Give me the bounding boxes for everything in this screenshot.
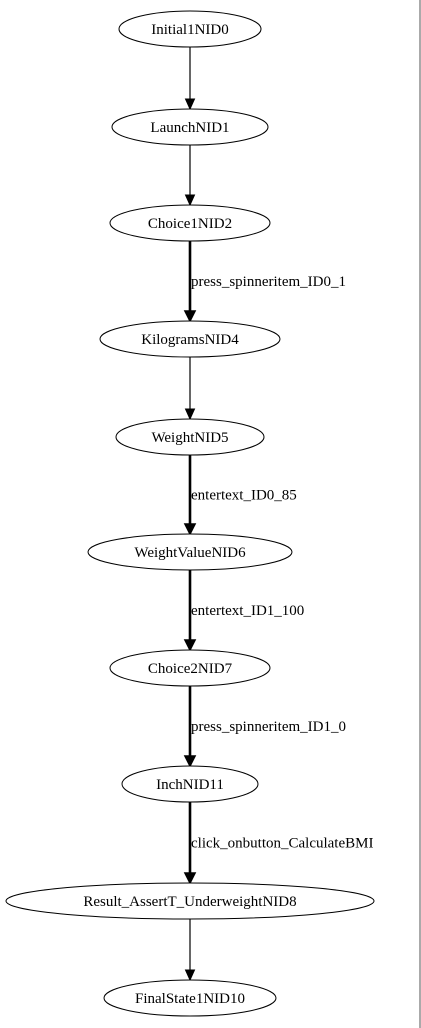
state-node: Choice2NID7 [109, 649, 271, 687]
transition-edge [184, 357, 196, 421]
transition-edge [184, 47, 196, 111]
state-node-label: Result_AssertT_UnderweightNID8 [83, 894, 296, 910]
state-node: LaunchNID1 [111, 108, 269, 146]
state-node-ellipse [99, 320, 281, 358]
state-node-label: WeightValueNID6 [134, 545, 246, 561]
state-node-label: Choice2NID7 [148, 661, 233, 677]
arrowhead-icon [184, 194, 196, 207]
state-node-label: LaunchNID1 [150, 120, 229, 136]
nodes-layer: Initial1NID0LaunchNID1Choice1NID2Kilogra… [5, 10, 375, 1017]
arrowhead-icon [183, 872, 197, 885]
transition-label: entertext_ID1_100 [191, 603, 304, 619]
transition-edge [184, 919, 196, 982]
state-node: KilogramsNID4 [99, 320, 281, 358]
state-node: Result_AssertT_UnderweightNID8 [5, 882, 375, 920]
state-node-ellipse [118, 10, 262, 48]
transition-label: entertext_ID0_85 [191, 488, 297, 504]
arrowhead-icon [183, 523, 197, 536]
state-node-ellipse [111, 108, 269, 146]
state-node-ellipse [109, 649, 271, 687]
edges-layer: press_spinneritem_ID0_1 entertext_ID0_85e… [183, 47, 373, 982]
state-node-label: Initial1NID0 [151, 22, 228, 38]
transition-edge: press_spinneritem_ID0_1 [183, 241, 346, 323]
state-node: Choice1NID2 [109, 204, 271, 242]
arrowhead-icon [184, 408, 196, 421]
arrowhead-icon [184, 969, 196, 982]
state-node: Initial1NID0 [118, 10, 262, 48]
arrowhead-icon [183, 755, 197, 768]
transition-edge: press_spinneritem_ID1_0 [183, 686, 346, 768]
state-node: InchNID11 [121, 765, 259, 803]
arrowhead-icon [183, 310, 197, 323]
state-node-label: WeightNID5 [151, 430, 228, 446]
state-node: FinalState1NID10 [103, 979, 277, 1017]
transition-label: press_spinneritem_ID0_1 [191, 274, 346, 290]
state-node-ellipse [121, 765, 259, 803]
state-node-ellipse [103, 979, 277, 1017]
state-node-label: FinalState1NID10 [135, 991, 245, 1007]
state-node-label: KilogramsNID4 [141, 332, 239, 348]
state-node-ellipse [109, 204, 271, 242]
state-node-label: Choice1NID2 [148, 216, 232, 232]
state-node-ellipse [5, 882, 375, 920]
state-node-label: InchNID11 [156, 777, 224, 793]
transition-edge: entertext_ID1_100 [183, 570, 304, 652]
transition-label: press_spinneritem_ID1_0 [191, 719, 346, 735]
arrowhead-icon [183, 639, 197, 652]
state-node-ellipse [115, 418, 265, 456]
state-node: WeightNID5 [115, 418, 265, 456]
transition-edge: entertext_ID0_85 [183, 455, 297, 536]
transition-label: click_onbutton_CalculateBMI [191, 836, 373, 852]
transition-edge: click_onbutton_CalculateBMI [183, 802, 373, 885]
transition-edge [184, 145, 196, 207]
state-node-ellipse [87, 533, 293, 571]
arrowhead-icon [184, 98, 196, 111]
state-node: WeightValueNID6 [87, 533, 293, 571]
